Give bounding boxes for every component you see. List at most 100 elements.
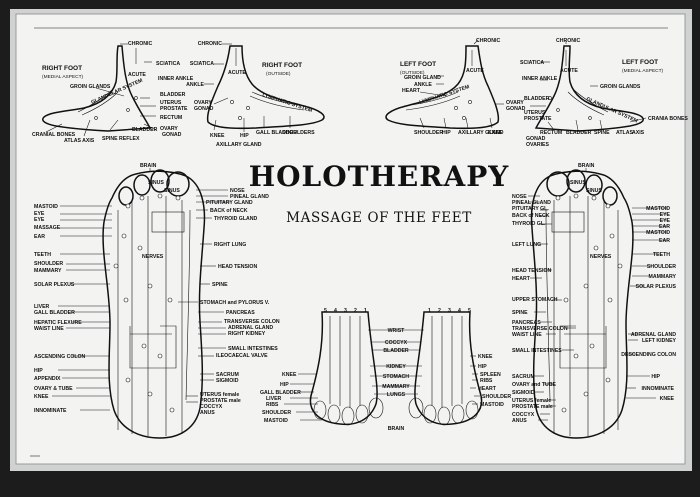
label: ANUS: [512, 418, 527, 424]
label: MAMMARY: [34, 268, 62, 274]
label: THYROID GL.: [512, 221, 546, 227]
label: BACK of NECK: [512, 213, 550, 219]
label: KNEE: [34, 394, 49, 400]
toe-number: 2: [438, 308, 441, 314]
panel-heading: RIGHT FOOT: [262, 62, 302, 69]
label: ANKLE: [414, 82, 432, 88]
label: MASTOID: [34, 204, 58, 210]
label: SOLAR PLEXUS: [636, 284, 677, 290]
label: HIP: [442, 130, 451, 136]
toe-outlines: [313, 397, 479, 426]
label: GROIN GLANDS: [600, 84, 641, 90]
zone-box: [151, 211, 185, 233]
label: HIP: [651, 374, 660, 380]
toe-number: 1: [364, 308, 367, 314]
label: INNER ANKLE: [158, 76, 194, 82]
label: SHOULDER: [647, 264, 676, 270]
label: MASSAGE: [34, 225, 61, 231]
label: CHRONIC: [556, 38, 580, 44]
toe-number: 5: [468, 308, 471, 314]
label: PROSTATE male: [512, 404, 553, 410]
label: OVARY: [506, 100, 524, 106]
label: BLADDER: [132, 127, 158, 133]
label: SHOULDERS: [282, 130, 315, 136]
glandular-band: [567, 87, 609, 116]
label: AXILLARY GLAND: [458, 130, 504, 136]
label: RIBS: [266, 402, 279, 408]
label: TEETH: [653, 252, 670, 258]
label: UTERUS: [160, 100, 182, 106]
label: UTERUS female: [512, 398, 551, 404]
label: PROSTATE: [160, 106, 188, 112]
label: RIGHT KIDNEY: [228, 331, 266, 337]
reflex-point: [134, 96, 138, 100]
label: SPINE REFLEX: [102, 136, 140, 142]
label: MASTOID: [480, 402, 504, 408]
leader: [83, 119, 91, 137]
left-callouts: [528, 195, 576, 421]
label: LIVER: [34, 304, 50, 310]
toe-label: SINUS: [148, 180, 164, 186]
label: MASTOID: [264, 418, 288, 424]
label: CRANIA BONES: [648, 116, 688, 122]
label: GONAD: [526, 136, 546, 142]
label: KNEE: [282, 372, 297, 378]
label: COCCYX: [512, 412, 535, 418]
label: AXILLARY GLAND: [216, 142, 262, 148]
label: SIGMOID: [512, 390, 535, 396]
label: EAR: [659, 238, 670, 244]
leader: [45, 123, 63, 133]
label: BLADDER: [160, 92, 186, 98]
label: HIP: [478, 364, 487, 370]
label: NOSE: [512, 194, 527, 200]
label: LIVER: [266, 396, 282, 402]
label: COCCYX: [385, 340, 408, 346]
chart-title: HOLOTHERAPY: [249, 160, 510, 193]
toe-numbers-left: 5 4 3 2 1: [324, 308, 367, 314]
leader: [443, 117, 447, 129]
sole-outline: [102, 170, 206, 439]
label: TRANSVERSE COLON: [224, 319, 280, 325]
label: PANCREAS: [512, 320, 541, 326]
label: DESCENDING COLON: [621, 352, 676, 358]
sole-outline: [530, 170, 634, 439]
label: ATLAS AXIS: [64, 138, 95, 144]
label: ATLAS: [616, 130, 633, 136]
label: HEAD TENSION: [218, 264, 257, 270]
toe-number: 1: [428, 308, 431, 314]
panel-heading-sub: (OUTSIDE): [266, 71, 291, 77]
left-callouts: [52, 205, 112, 411]
label: PITUITARY GLAND: [206, 200, 253, 206]
label: RECTUM: [540, 130, 562, 136]
label: BLADDER: [524, 96, 550, 102]
label: PITUITARY GL.: [512, 206, 549, 212]
toe-numbers-right: 1 2 3 4 5: [428, 308, 471, 314]
label: SPINE: [212, 282, 228, 288]
label: EYE: [34, 217, 45, 223]
toe-number: 4: [458, 308, 461, 314]
zone-lines: [553, 196, 619, 436]
right-sole-panel: SINUS SINUS NERVES MASTOID EYE EYE MASSA…: [34, 163, 280, 439]
colon-path: [559, 325, 607, 369]
label: GONAD: [162, 132, 182, 138]
label: STOMACH and PYLORUS V.: [200, 300, 270, 306]
dorsal-left-callouts: [284, 373, 322, 421]
label: LEFT LUNG: [512, 242, 541, 248]
toe-label: NERVES: [590, 254, 612, 260]
toe-number: 4: [334, 308, 337, 314]
label: BACK of NECK: [210, 208, 248, 214]
foot-outline: [42, 45, 152, 132]
label: LUNGS: [387, 392, 406, 398]
label: GALL BLADDER: [256, 130, 297, 136]
panel-heading-sub: (MEDIAL ASPECT): [42, 74, 84, 80]
label: GROIN GLAND: [404, 75, 441, 81]
label: SCIATICA: [190, 61, 214, 67]
foot-outline: [206, 45, 325, 130]
label: SCIATICA: [156, 61, 180, 67]
panel-heading: LEFT FOOT: [400, 61, 436, 68]
leader: [95, 87, 125, 97]
label: NOSE: [230, 188, 245, 194]
label: HEART: [402, 88, 421, 94]
label: GALL BLADDER: [34, 310, 75, 316]
label: HEART: [478, 386, 497, 392]
